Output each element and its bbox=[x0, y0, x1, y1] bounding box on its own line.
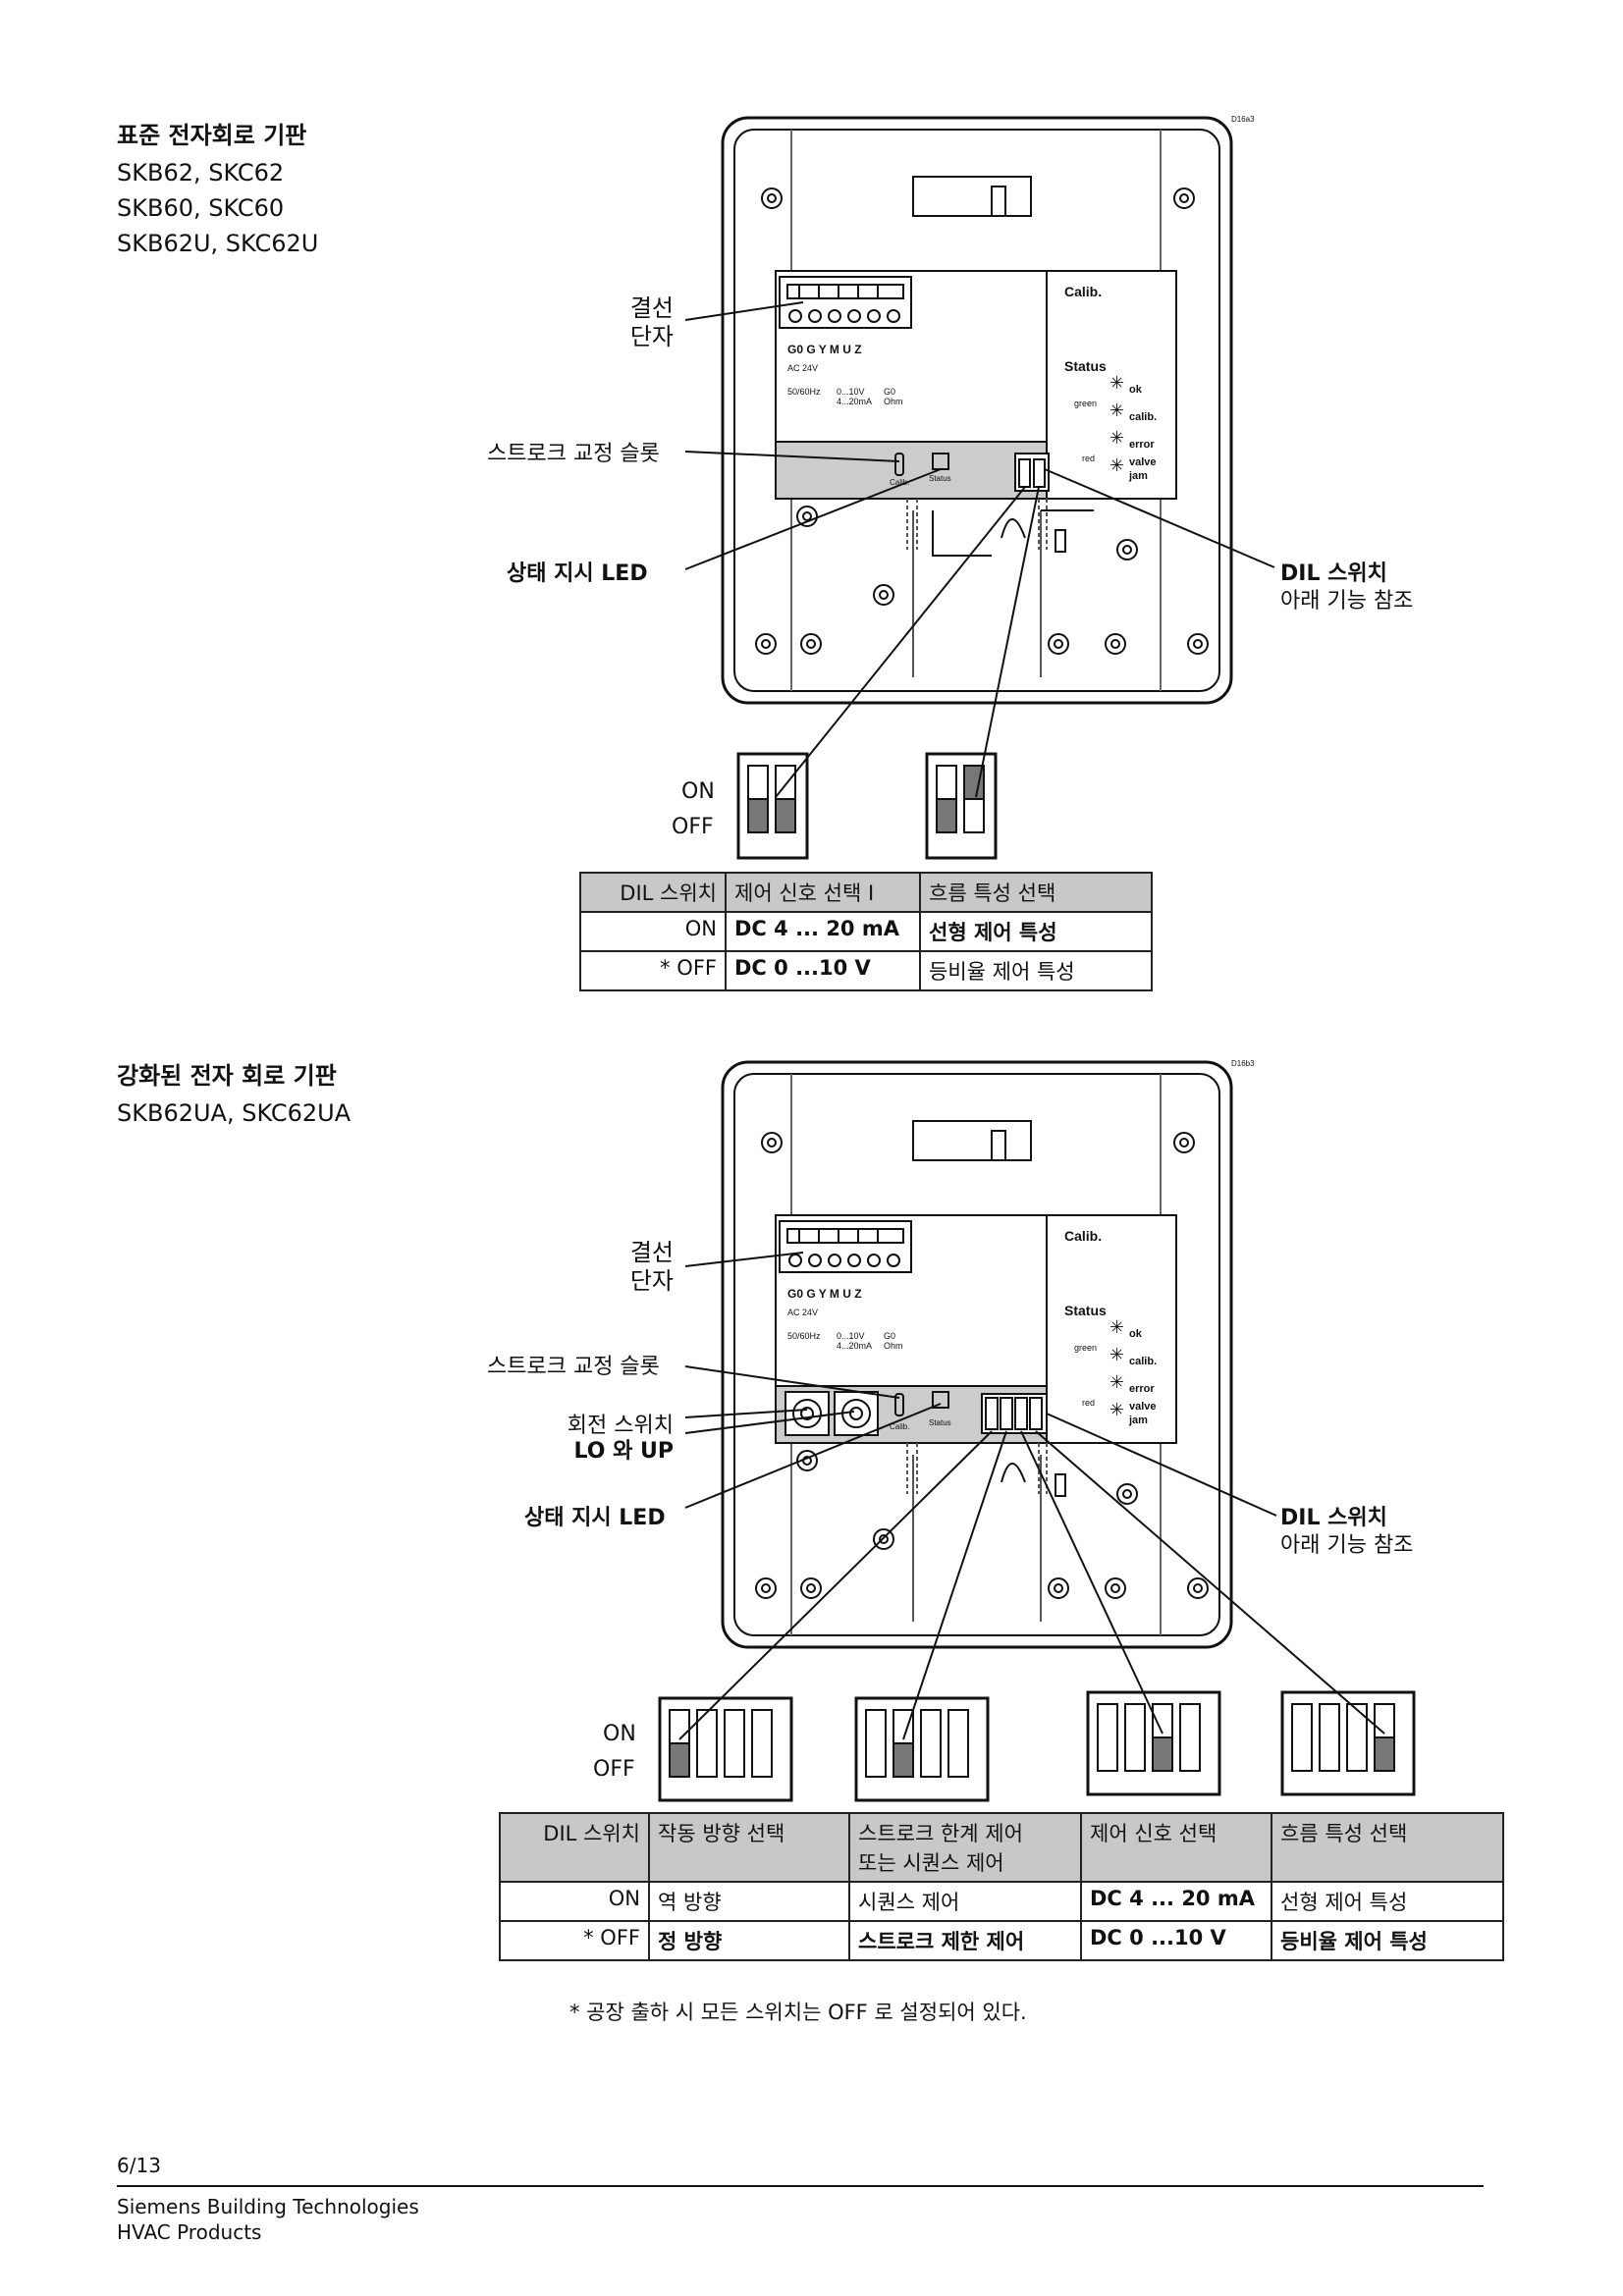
svg-text:red: red bbox=[1082, 454, 1095, 463]
dil-table-1: DIL 스위치 제어 신호 선택 I 흐름 특성 선택 ON DC 4 ... … bbox=[579, 872, 1153, 991]
footer-company: Siemens Building Technologies bbox=[117, 2195, 419, 2218]
terminal-block-1 bbox=[786, 284, 904, 323]
svg-text:Status: Status bbox=[929, 474, 951, 483]
svg-text:G0 G Y M U Z: G0 G Y M U Z bbox=[787, 343, 862, 356]
svg-text:jam: jam bbox=[1128, 1415, 1148, 1426]
svg-text:✳: ✳ bbox=[1109, 400, 1124, 420]
dil-switch-diagram-1b bbox=[925, 752, 998, 860]
callout-status-led-2: 상태 지시 LED bbox=[524, 1506, 666, 1530]
dil-switch-diagram-1a bbox=[736, 752, 809, 860]
svg-text:G0: G0 bbox=[884, 1331, 895, 1341]
svg-text:Calib.: Calib. bbox=[890, 1422, 909, 1431]
svg-text:✳: ✳ bbox=[1109, 455, 1124, 475]
svg-text:Ohm: Ohm bbox=[884, 1341, 903, 1351]
section1-title: 표준 전자회로 기판 bbox=[117, 122, 307, 149]
footer-rule bbox=[117, 2185, 1484, 2187]
callout-dil-see-2: 아래 기능 참조 bbox=[1280, 1533, 1414, 1558]
footer-division: HVAC Products bbox=[117, 2220, 262, 2244]
actuator-housing-1 bbox=[721, 116, 1233, 705]
dil-switch-diagram-2c bbox=[1086, 1690, 1221, 1796]
svg-text:green: green bbox=[1074, 399, 1097, 408]
callout-stroke-slot-2: 스트로크 교정 슬롯 bbox=[487, 1355, 660, 1379]
svg-text:Status: Status bbox=[1064, 358, 1107, 374]
svg-text:jam: jam bbox=[1128, 470, 1148, 482]
leader-lines-2 bbox=[678, 1252, 1385, 1740]
callout-dil-switch-2: DIL 스위치 bbox=[1280, 1506, 1387, 1530]
legend-on-2: ON bbox=[603, 1722, 636, 1746]
callout-dil-switch-1: DIL 스위치 bbox=[1280, 561, 1387, 586]
actuator-housing-2 bbox=[721, 1060, 1233, 1649]
svg-text:AC 24V: AC 24V bbox=[787, 363, 818, 373]
svg-text:Status: Status bbox=[1064, 1303, 1107, 1318]
svg-text:ok: ok bbox=[1129, 1328, 1143, 1340]
svg-text:valve: valve bbox=[1129, 1401, 1157, 1413]
svg-text:50/60Hz: 50/60Hz bbox=[787, 387, 821, 397]
svg-text:✳: ✳ bbox=[1109, 1400, 1124, 1419]
drawing-code-1: D16a3 bbox=[1231, 115, 1255, 124]
leader-lines-1 bbox=[684, 301, 1275, 798]
svg-text:50/60Hz: 50/60Hz bbox=[787, 1331, 821, 1341]
callout-stroke-slot-1: 스트로크 교정 슬롯 bbox=[487, 442, 660, 466]
section2-title: 강화된 전자 회로 기판 bbox=[117, 1062, 337, 1090]
section1-model-1: SKB62, SKC62 bbox=[117, 159, 285, 187]
svg-text:calib.: calib. bbox=[1129, 411, 1157, 423]
drawing-code-2: D16b3 bbox=[1231, 1059, 1255, 1068]
svg-text:Calib.: Calib. bbox=[1064, 284, 1102, 299]
legend-on-1: ON bbox=[681, 779, 715, 804]
svg-text:4...20mA: 4...20mA bbox=[837, 397, 872, 406]
legend-off-1: OFF bbox=[672, 815, 714, 839]
svg-text:calib.: calib. bbox=[1129, 1356, 1157, 1367]
svg-text:AC 24V: AC 24V bbox=[787, 1308, 818, 1317]
section1-model-3: SKB62U, SKC62U bbox=[117, 230, 319, 257]
legend-off-2: OFF bbox=[593, 1757, 635, 1782]
svg-text:Calib.: Calib. bbox=[890, 478, 909, 487]
footnote: * 공장 출하 시 모든 스위치는 OFF 로 설정되어 있다. bbox=[569, 2001, 1027, 2024]
svg-text:Calib.: Calib. bbox=[1064, 1228, 1102, 1244]
svg-text:G0: G0 bbox=[884, 387, 895, 397]
dil-switch-diagram-2d bbox=[1280, 1690, 1416, 1796]
svg-text:0...10V: 0...10V bbox=[837, 387, 865, 397]
svg-text:✳: ✳ bbox=[1109, 1317, 1124, 1337]
svg-text:G0 G Y M U Z: G0 G Y M U Z bbox=[787, 1287, 862, 1301]
dil-table-2: DIL 스위치 작동 방향 선택 스트로크 한계 제어 또는 시퀀스 제어 제어… bbox=[499, 1812, 1504, 1961]
svg-text:error: error bbox=[1129, 439, 1155, 451]
dil-switch-diagram-2b bbox=[854, 1696, 990, 1802]
svg-text:ok: ok bbox=[1129, 384, 1143, 396]
svg-text:✳: ✳ bbox=[1109, 428, 1124, 448]
svg-text:0...10V: 0...10V bbox=[837, 1331, 865, 1341]
svg-text:error: error bbox=[1129, 1383, 1155, 1395]
svg-text:✳: ✳ bbox=[1109, 1345, 1124, 1364]
svg-text:Status: Status bbox=[929, 1418, 951, 1427]
callout-dil-see-1: 아래 기능 참조 bbox=[1280, 589, 1414, 614]
svg-text:✳: ✳ bbox=[1109, 1372, 1124, 1392]
terminal-block-2 bbox=[786, 1228, 904, 1267]
callout-terminals-1: 결선 단자 bbox=[629, 294, 674, 350]
svg-text:4...20mA: 4...20mA bbox=[837, 1341, 872, 1351]
dil-switch-diagram-2a bbox=[658, 1696, 793, 1802]
svg-text:✳: ✳ bbox=[1109, 373, 1124, 393]
callout-rotary-2: 회전 스위치 LO 와 UP bbox=[567, 1414, 674, 1465]
svg-text:red: red bbox=[1082, 1398, 1095, 1408]
callout-status-led-1: 상태 지시 LED bbox=[507, 561, 648, 586]
section1-model-2: SKB60, SKC60 bbox=[117, 194, 285, 222]
section2-model-1: SKB62UA, SKC62UA bbox=[117, 1099, 352, 1127]
svg-text:Ohm: Ohm bbox=[884, 397, 903, 406]
callout-terminals-2: 결선 단자 bbox=[629, 1239, 674, 1295]
page-number: 6/13 bbox=[117, 2154, 161, 2177]
svg-text:valve: valve bbox=[1129, 456, 1157, 468]
svg-text:green: green bbox=[1074, 1343, 1097, 1353]
